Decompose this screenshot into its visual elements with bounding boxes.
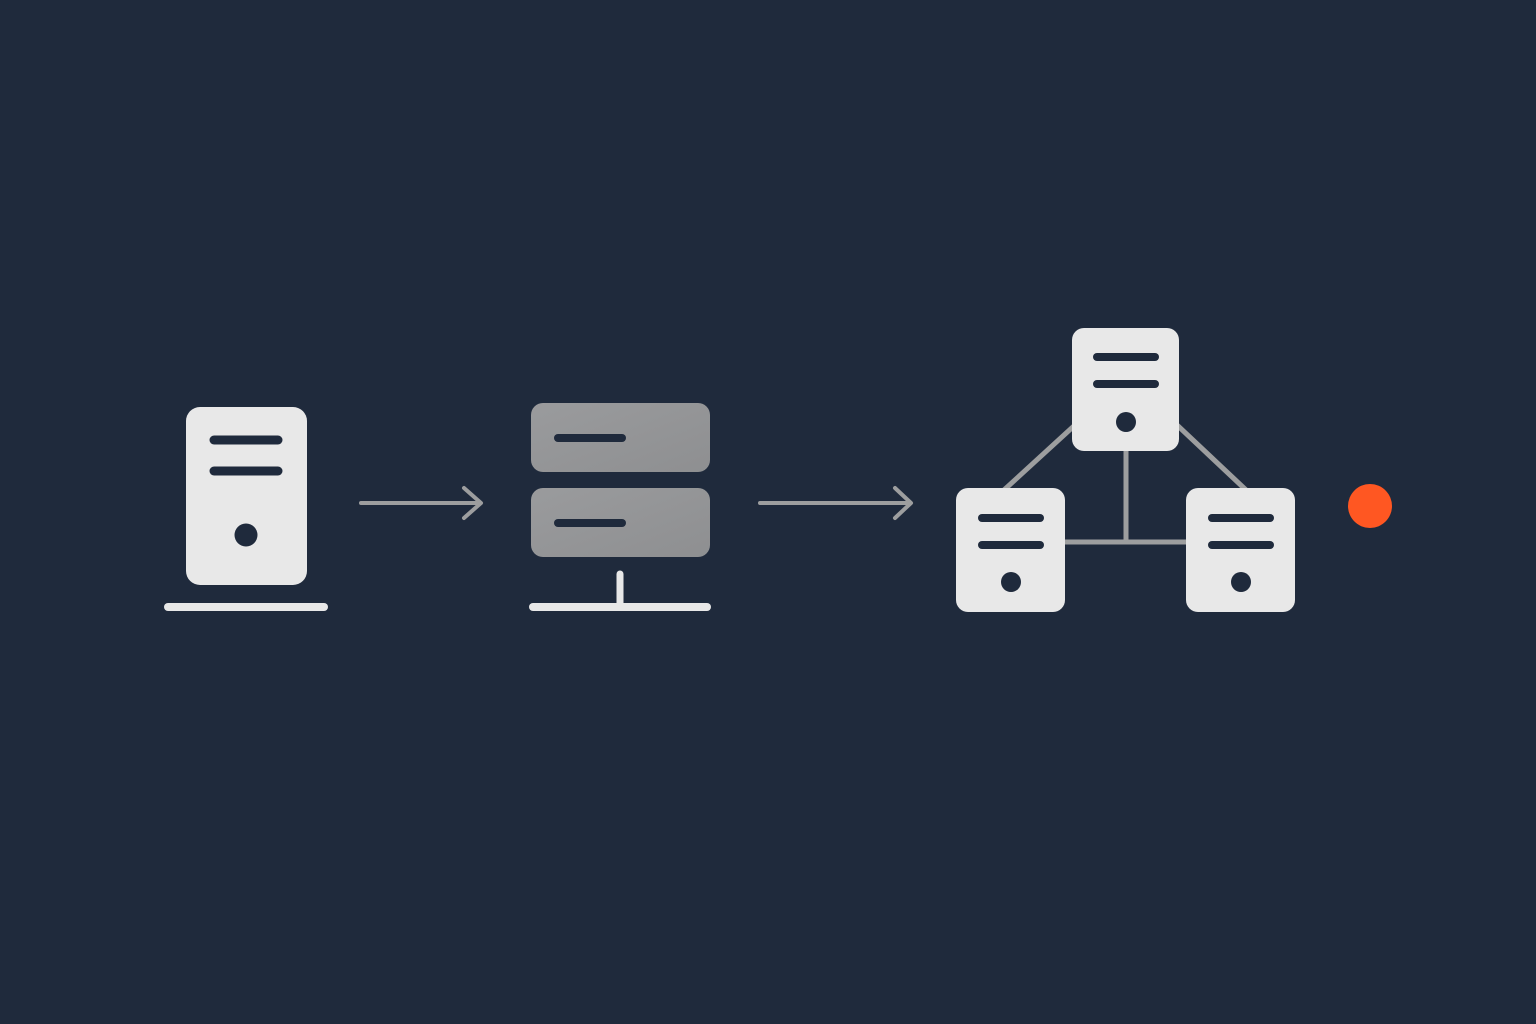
server-rack-icon [529,403,711,611]
status-dot [1348,484,1392,528]
arrow-1 [359,486,483,520]
tower-server-icon [164,407,328,611]
server-cluster-icon [956,328,1295,612]
arrow-2 [758,486,913,520]
cluster-server-top [1072,328,1179,451]
cluster-connections [1002,423,1248,545]
cluster-server-left [956,488,1065,612]
cluster-server-right [1186,488,1295,612]
